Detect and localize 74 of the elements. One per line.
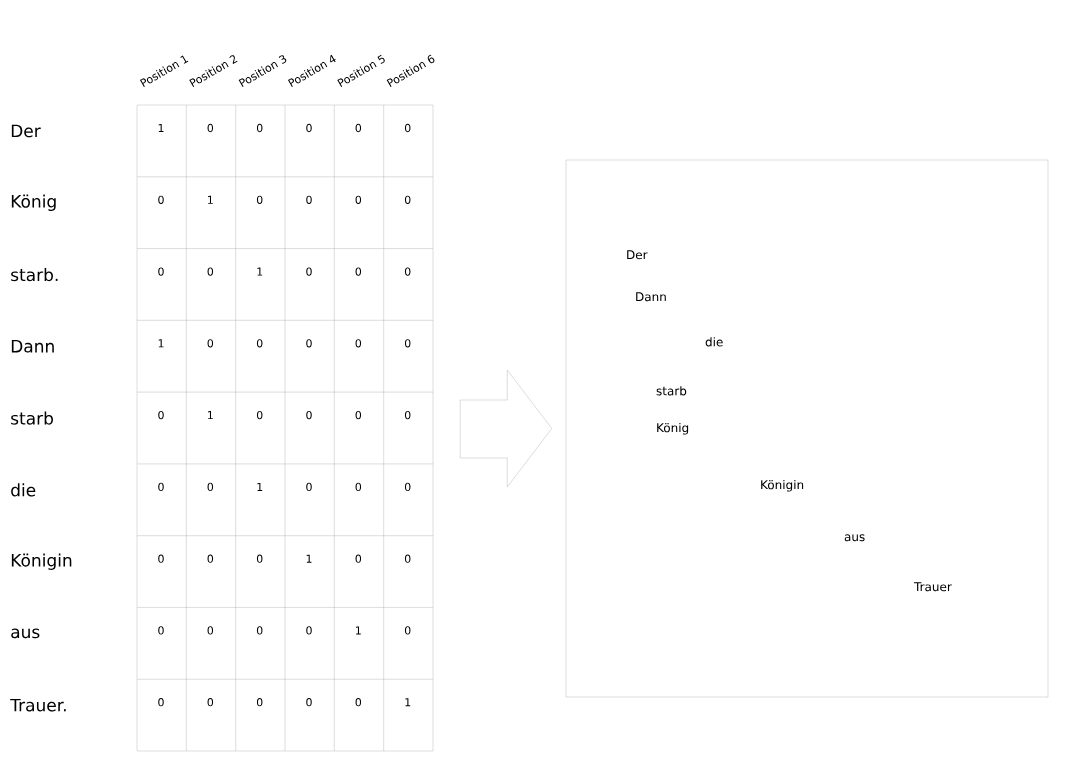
table-cell: 0 <box>355 482 362 492</box>
table-cell: 0 <box>256 410 263 420</box>
table-cell: 1 <box>257 267 263 276</box>
table-cell: 1 <box>257 482 263 491</box>
table-cell: 1 <box>306 554 312 563</box>
table-cell: 0 <box>158 195 164 204</box>
row-word: Dann <box>11 340 54 353</box>
table-cell: 0 <box>404 339 411 348</box>
table-cell: 0 <box>207 698 214 707</box>
table <box>136 104 434 752</box>
word: aus <box>844 534 865 542</box>
row-word: starb <box>11 411 53 425</box>
table-cell: 0 <box>207 482 214 492</box>
table-cell: 0 <box>404 626 411 635</box>
table-cell: 0 <box>306 267 312 276</box>
table-cell: 0 <box>355 698 362 707</box>
table-cell: 0 <box>158 698 164 707</box>
frame-box <box>565 159 1049 698</box>
word: starb <box>656 386 687 396</box>
table-cell: 0 <box>256 339 263 348</box>
table-cell: 0 <box>404 410 411 420</box>
table-cell: 0 <box>355 554 362 563</box>
table-cell: 0 <box>158 410 164 420</box>
table-cell: 0 <box>256 195 263 204</box>
table-cell: 0 <box>256 626 263 635</box>
word: Dann <box>636 292 666 302</box>
table-cell: 0 <box>256 554 263 563</box>
table-cell: 0 <box>306 626 312 635</box>
table-cell: 0 <box>355 123 362 133</box>
table-cell: 1 <box>405 698 411 707</box>
table-cell: 0 <box>306 123 312 133</box>
table-cell: 0 <box>158 554 164 563</box>
word: Königin <box>761 480 804 492</box>
row-word: starb. <box>11 268 58 282</box>
table-cell: 1 <box>208 195 213 204</box>
table-cell: 1 <box>158 339 164 348</box>
word: König <box>657 423 689 435</box>
table-cell: 0 <box>256 698 263 707</box>
word: die <box>705 337 723 347</box>
table-cell: 0 <box>256 123 263 133</box>
row-word: Königin <box>11 553 72 570</box>
table-cell: 0 <box>306 195 312 204</box>
table-cell: 0 <box>158 267 164 276</box>
table-cell: 0 <box>404 195 411 204</box>
table-cell: 0 <box>306 482 312 492</box>
table-cell: 0 <box>355 195 362 204</box>
table-cell: 1 <box>158 124 164 132</box>
row-word: Der <box>11 124 41 138</box>
table-cell: 0 <box>158 626 164 635</box>
table-cell: 0 <box>355 410 362 420</box>
table-cell: 0 <box>404 554 411 563</box>
table-cell: 0 <box>404 482 411 492</box>
table-cell: 0 <box>306 339 312 348</box>
table-cell: 0 <box>404 123 411 133</box>
row-word: die <box>11 483 36 497</box>
table-cell: 0 <box>207 123 214 133</box>
table-cell: 1 <box>208 411 213 420</box>
word: Der <box>627 250 648 260</box>
table-cell: 0 <box>306 698 312 707</box>
table-cell: 0 <box>306 410 312 420</box>
table-cell: 0 <box>158 482 164 492</box>
table-cell: 0 <box>404 267 411 276</box>
row-word: aus <box>11 628 40 639</box>
table-cell: 1 <box>356 626 361 635</box>
table-cell: 0 <box>207 339 214 348</box>
word: Trauer <box>914 582 952 592</box>
table-cell: 0 <box>207 554 214 563</box>
block-arrow <box>460 369 552 488</box>
row-word: König <box>11 194 56 211</box>
table-cell: 0 <box>207 626 214 635</box>
table-cell: 0 <box>355 267 362 276</box>
row-word: Trauer. <box>10 698 66 712</box>
table-cell: 0 <box>207 267 214 276</box>
table-cell: 0 <box>355 339 362 348</box>
